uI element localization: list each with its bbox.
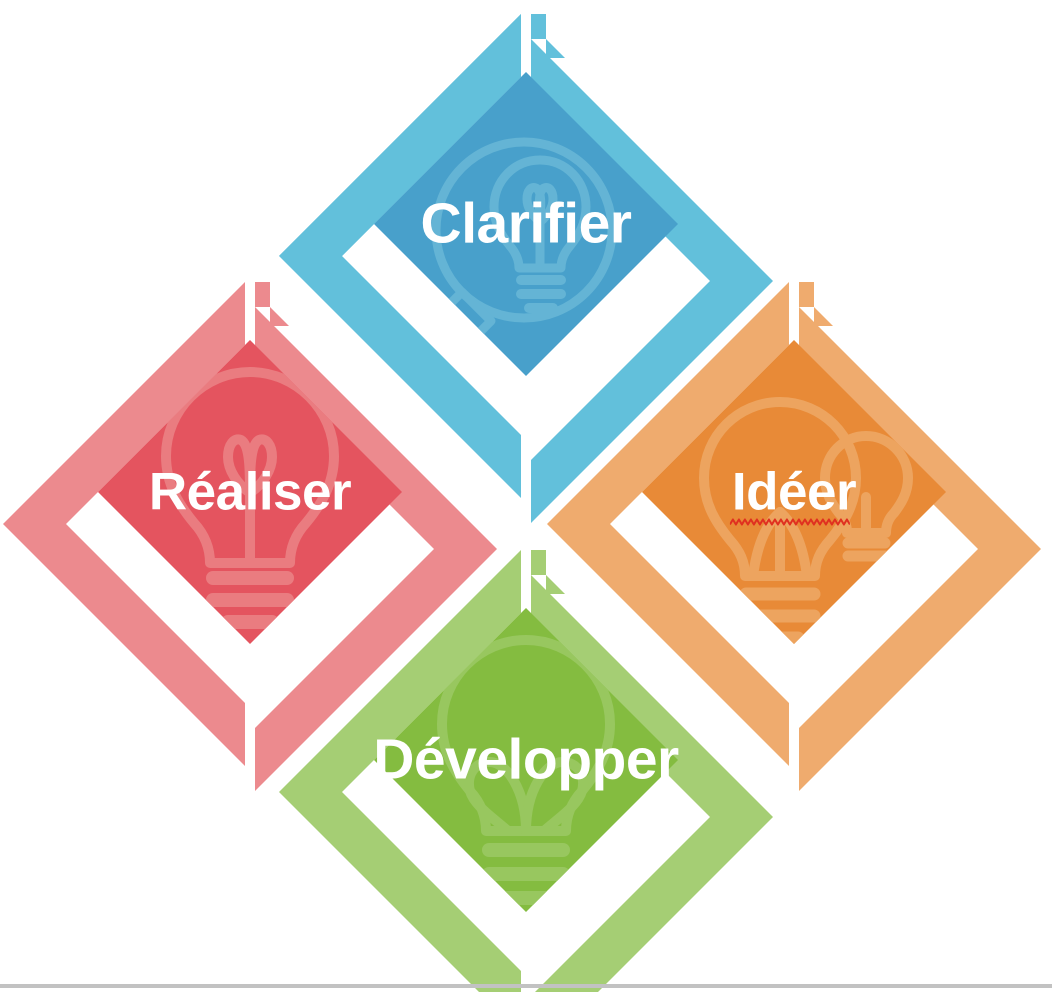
node-developper[interactable] [279, 550, 773, 992]
node-realiser[interactable] [3, 282, 497, 791]
developper-border-ring [279, 550, 773, 992]
lightbulb-arrows-icon [147, 367, 339, 644]
ideer-diamond-fill [642, 340, 946, 644]
lightbulb-heart-icon [437, 635, 615, 905]
label-ideer-text: Idéer [731, 462, 857, 522]
clarifier-border-ring [279, 14, 773, 523]
node-clarifier[interactable] [279, 14, 773, 523]
label-ideer: Idéer [729, 462, 857, 526]
realiser-border-ring [3, 282, 497, 791]
ideer-spellcheck-wrap: Idéer [729, 462, 857, 526]
label-developper: Développer [373, 727, 679, 792]
ideer-border-ring [547, 282, 1041, 791]
label-realiser: Réaliser [148, 462, 352, 522]
label-clarifier: Clarifier [420, 191, 632, 256]
spellcheck-squiggle-icon [729, 518, 850, 526]
two-lightbulbs-icon [699, 397, 913, 644]
node-ideer[interactable] [547, 282, 1041, 791]
bottom-divider [0, 984, 1052, 988]
